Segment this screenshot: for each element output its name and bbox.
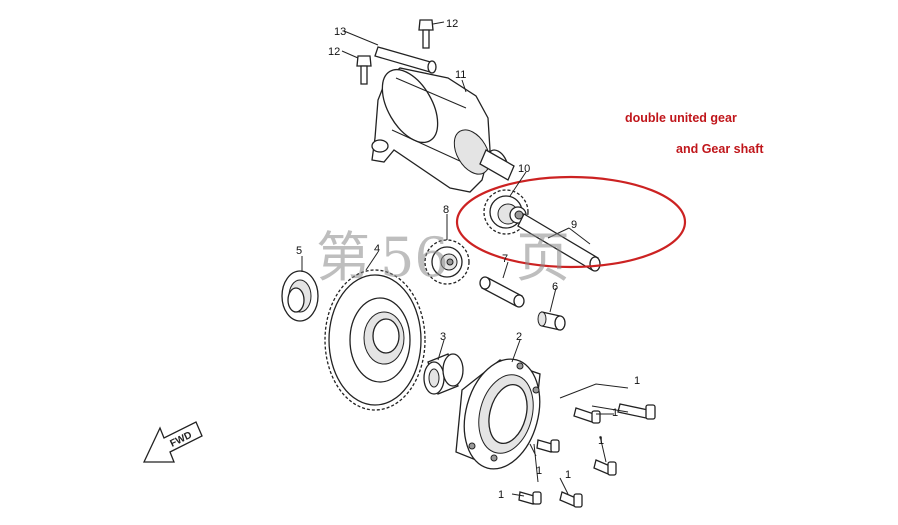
bolt-12-left[interactable]	[356, 55, 372, 85]
bolt-1-f[interactable]	[518, 491, 542, 505]
fwd-arrow: FWD	[142, 421, 203, 463]
callout-1-d: 1	[536, 465, 542, 477]
callout-3: 3	[440, 331, 446, 343]
callout-1-b: 1	[612, 407, 618, 419]
bushing-6[interactable]	[537, 311, 566, 331]
callout-10: 10	[518, 163, 530, 175]
annotation-gear-shaft: and Gear shaft	[676, 142, 764, 156]
callout-numbers: 13 12 12 11 10 9 8 7 6 5 4 3 2 1 1 1 1 1…	[296, 18, 640, 501]
annotation-double-united-gear: double united gear	[625, 111, 737, 125]
bolt-1-c[interactable]	[536, 439, 560, 453]
bolt-1-a[interactable]	[573, 407, 601, 424]
highlight-ellipse	[455, 175, 687, 269]
bolt-1-d[interactable]	[593, 459, 617, 476]
callout-1-c: 1	[598, 435, 604, 447]
ring-gear-4[interactable]	[324, 269, 426, 411]
callout-7: 7	[502, 253, 508, 265]
bolt-12-top[interactable]	[418, 19, 434, 49]
bolt-1-b[interactable]	[617, 403, 656, 420]
callout-5: 5	[296, 245, 302, 257]
bolt-13[interactable]	[374, 46, 437, 74]
leader-lines-1	[511, 383, 629, 497]
bearing-5[interactable]	[281, 270, 319, 322]
starter-motor[interactable]	[371, 60, 515, 193]
callout-9: 9	[571, 219, 577, 231]
needle-bearing-3[interactable]	[423, 353, 464, 395]
callout-11: 11	[455, 69, 466, 81]
gear-shaft-9[interactable]	[517, 213, 601, 272]
leader-lines	[301, 21, 591, 363]
callout-4: 4	[374, 243, 380, 255]
callout-1-e: 1	[565, 469, 571, 481]
watermark-char-2: 56	[380, 226, 449, 289]
callout-1-f: 1	[498, 489, 504, 501]
starter-clutch-2[interactable]	[453, 351, 552, 478]
double-united-gear[interactable]	[483, 189, 529, 235]
page-watermark: 第 56 页	[316, 226, 570, 289]
callout-13: 13	[334, 26, 346, 38]
watermark-char-1: 第	[316, 226, 370, 289]
callout-8: 8	[443, 204, 449, 216]
small-gear-8[interactable]	[424, 239, 470, 285]
callout-12-top: 12	[446, 18, 458, 30]
watermark-char-3: 页	[516, 226, 570, 289]
callout-1-a: 1	[634, 375, 640, 387]
callout-12-left: 12	[328, 46, 340, 58]
shaft-7[interactable]	[479, 276, 525, 308]
bolt-1-e[interactable]	[559, 491, 583, 508]
callout-2: 2	[516, 331, 522, 343]
callout-6: 6	[552, 281, 558, 293]
